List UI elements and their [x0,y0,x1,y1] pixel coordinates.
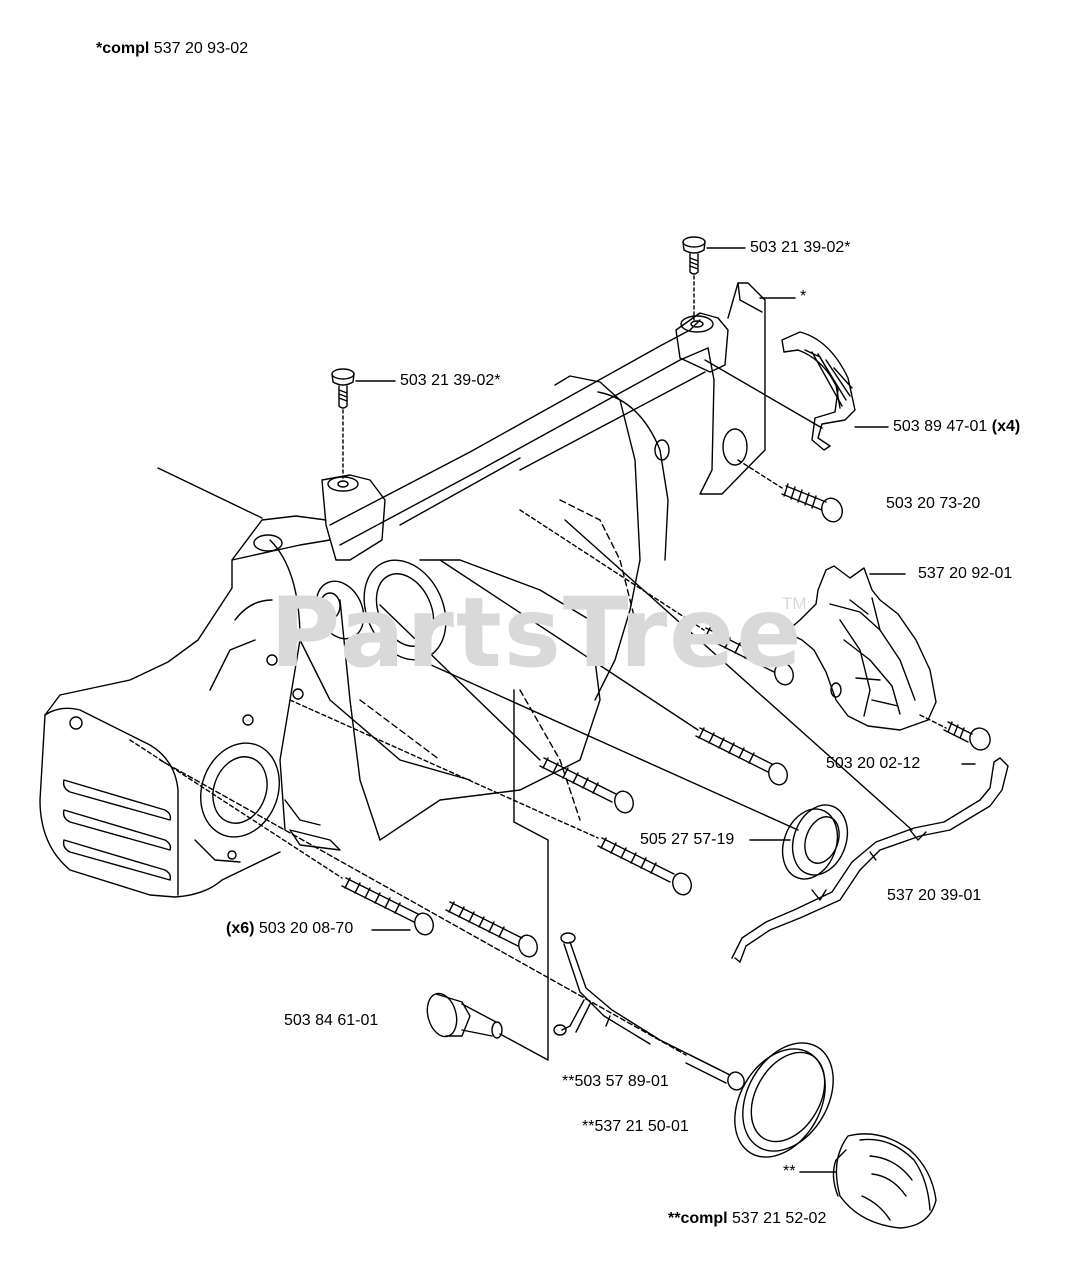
label-chain-guard: 537 20 92-01 [918,565,1013,582]
label-compl-main: *compl 537 20 93-02 [96,40,248,58]
label-cap-star: ** [783,1163,796,1180]
label-compl-main-number: 537 20 93-02 [153,40,249,57]
bracket-part [159,759,745,1091]
label-screws-long-qty: (x6) [226,920,255,937]
label-compl-cap-number: 537 21 52-02 [732,1210,827,1227]
label-bumper-qty: (x4) [991,418,1021,435]
screw-short-part [737,459,843,523]
label-oil-seal: 505 27 57-19 [640,831,735,848]
screw-top-left-part [331,368,396,479]
oil-seal-part [419,659,849,880]
oil-pipe-part [564,519,1009,963]
bumper-part [704,331,889,451]
screw-guard-part [919,714,991,765]
label-bumper-number: 503 89 47-01 [893,418,988,435]
label-screw-guard: 503 20 02-12 [826,755,921,772]
plug-part [426,689,549,1061]
label-star-cover: * [800,288,807,305]
label-compl-cap: **compl 537 21 52-02 [668,1210,826,1228]
cap-part [799,1133,937,1229]
label-plug: 503 84 61-01 [284,1012,379,1029]
label-bumper: 503 89 47-01 (x4) [893,418,1020,436]
label-seal-kit: **537 21 50-01 [582,1118,689,1135]
label-screw-top-left: 503 21 39-02* [400,372,501,389]
watermark-text: PartsTree [270,577,804,689]
screw-top-right-part [682,236,746,321]
label-screw-short: 503 20 73-20 [886,495,981,512]
label-screws-long-number: 503 20 08-70 [258,920,354,937]
seal-ring-part [734,1042,834,1158]
chain-guard-part [785,565,937,731]
watermark-trademark: TM [782,594,807,613]
label-compl-main-prefix: *compl [96,40,150,57]
label-compl-cap-prefix: **compl [668,1210,728,1227]
label-oil-pipe: 537 20 39-01 [887,887,982,904]
label-bracket-kit: **503 57 89-01 [562,1073,669,1090]
crankcase-housing [39,282,766,898]
label-screw-top-right: 503 21 39-02* [750,239,851,256]
label-screws-long: (x6) 503 20 08-70 [226,920,353,938]
